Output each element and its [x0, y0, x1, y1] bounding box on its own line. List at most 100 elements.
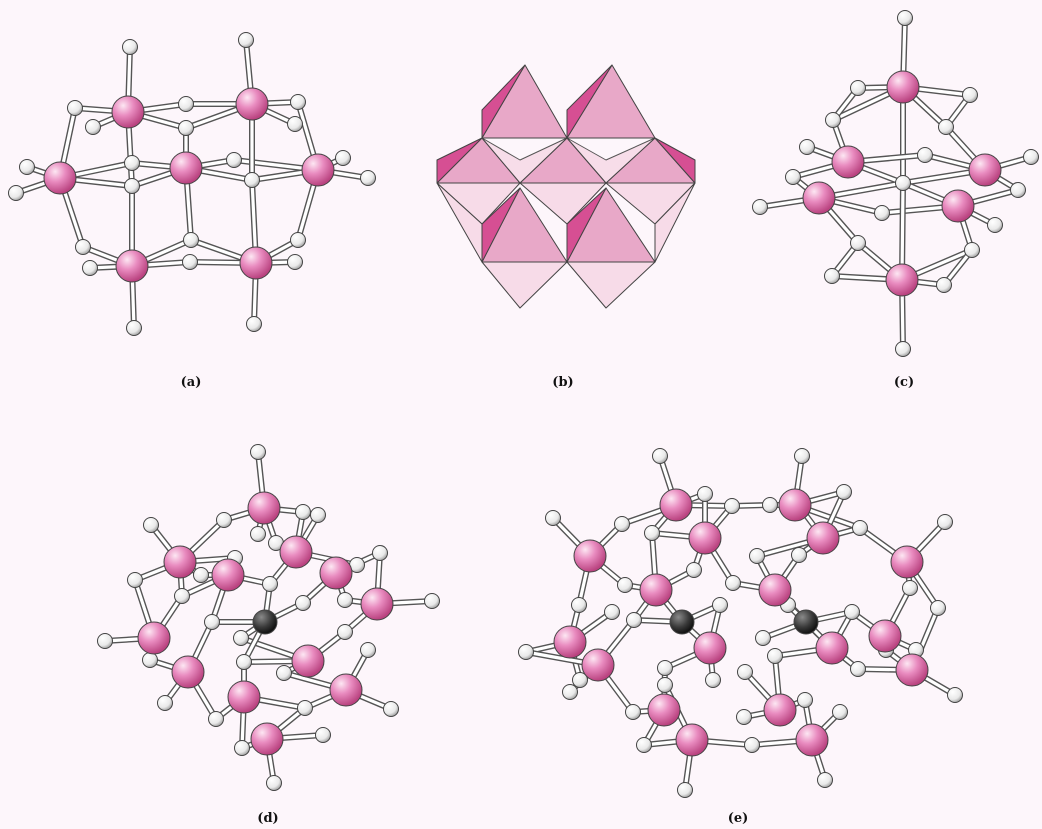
oxygen-atom [850, 235, 866, 251]
metal-atom [693, 631, 727, 665]
oxygen-atom [127, 572, 143, 588]
oxygen-atom [744, 737, 760, 753]
oxygen-atom [895, 175, 911, 191]
oxygen-atom [836, 484, 852, 500]
panel-a-structure [8, 32, 376, 336]
metal-atom [968, 153, 1002, 187]
oxygen-atom [236, 654, 252, 670]
oxygen-atom [712, 597, 728, 613]
metal-atom [115, 249, 149, 283]
oxygen-atom [85, 119, 101, 135]
oxygen-atom [183, 232, 199, 248]
oxygen-atom [126, 320, 142, 336]
oxygen-atom [850, 80, 866, 96]
octahedron-face [566, 261, 656, 309]
oxygen-atom [657, 660, 673, 676]
metal-atom [553, 625, 587, 659]
oxygen-atom [424, 593, 440, 609]
oxygen-atom [360, 170, 376, 186]
metal-atom [329, 673, 363, 707]
oxygen-atom [262, 576, 278, 592]
panel-d-structure [97, 444, 440, 791]
oxygen-atom [636, 737, 652, 753]
octahedron-face [654, 137, 696, 184]
oxygen-atom [938, 119, 954, 135]
oxygen-atom [797, 692, 813, 708]
oxygen-atom [964, 242, 980, 258]
oxygen-atom [193, 567, 209, 583]
oxygen-atom [233, 630, 249, 646]
metal-atom [235, 87, 269, 121]
oxygen-atom [785, 169, 801, 185]
oxygen-atom [182, 254, 198, 270]
oxygen-atom [725, 575, 741, 591]
oxygen-atom [832, 704, 848, 720]
oxygen-atom [8, 185, 24, 201]
oxygen-atom [652, 448, 668, 464]
metal-atom [171, 655, 205, 689]
oxygen-atom [947, 687, 963, 703]
oxygen-atom [178, 120, 194, 136]
oxygen-atom [917, 147, 933, 163]
oxygen-atom [962, 87, 978, 103]
oxygen-atom [19, 159, 35, 175]
metal-atom [169, 151, 203, 185]
oxygen-atom [360, 642, 376, 658]
metal-atom [137, 621, 171, 655]
octahedron-face [566, 64, 613, 139]
oxygen-atom [287, 116, 303, 132]
oxygen-atom [234, 740, 250, 756]
oxygen-atom [1010, 182, 1026, 198]
metal-atom [885, 263, 919, 297]
octahedron-face [566, 187, 607, 263]
metal-atom [815, 631, 849, 665]
octahedron-face [436, 137, 483, 184]
oxygen-atom [226, 152, 242, 168]
oxygen-atom [562, 684, 578, 700]
oxygen-atom [677, 782, 693, 798]
oxygen-atom [122, 39, 138, 55]
oxygen-atom [817, 772, 833, 788]
metal-atom [659, 488, 693, 522]
oxygen-atom [902, 580, 918, 596]
metal-atom [247, 491, 281, 525]
oxygen-atom [852, 520, 868, 536]
oxygen-atom [767, 648, 783, 664]
oxygen-atom [897, 10, 913, 26]
oxygen-atom [266, 775, 282, 791]
octahedron-face [654, 182, 696, 263]
label-b: (b) [552, 375, 573, 390]
label-e: (e) [728, 811, 749, 826]
oxygen-atom [174, 588, 190, 604]
oxygen-atom [315, 727, 331, 743]
oxygen-atom [724, 498, 740, 514]
oxygen-atom [518, 644, 534, 660]
panel-e-structure [518, 448, 963, 798]
oxygen-atom [572, 672, 588, 688]
oxygen-atom [762, 497, 778, 513]
oxygen-atom [178, 96, 194, 112]
oxygen-atom [208, 711, 224, 727]
oxygen-atom [930, 600, 946, 616]
metal-atom [239, 246, 273, 280]
oxygen-atom [895, 341, 911, 357]
metal-atom [758, 573, 792, 607]
oxygen-atom [850, 661, 866, 677]
oxygen-atom [791, 547, 807, 563]
metal-atom [319, 556, 353, 590]
oxygen-atom [657, 677, 673, 693]
octahedron-face [436, 182, 483, 263]
hetero-atom [793, 609, 819, 635]
metal-atom [941, 189, 975, 223]
oxygen-atom [124, 178, 140, 194]
oxygen-atom [644, 525, 660, 541]
hetero-atom [669, 609, 695, 635]
metal-atom [301, 153, 335, 187]
oxygen-atom [545, 510, 561, 526]
oxygen-atom [825, 112, 841, 128]
oxygen-atom [1023, 149, 1039, 165]
oxygen-atom [626, 612, 642, 628]
metal-atom [227, 680, 261, 714]
metal-atom [647, 693, 681, 727]
